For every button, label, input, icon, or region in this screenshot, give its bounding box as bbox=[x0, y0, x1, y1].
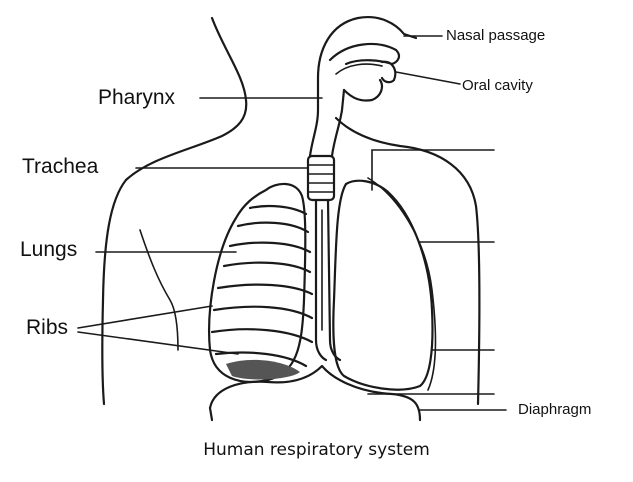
label-nasal-passage: Nasal passage bbox=[446, 27, 546, 44]
label-ribs: Ribs bbox=[26, 316, 69, 339]
label-diaphragm: Diaphragm bbox=[518, 401, 592, 418]
label-trachea: Trachea bbox=[22, 155, 99, 178]
label-oral-cavity: Oral cavity bbox=[462, 77, 533, 94]
head-airway bbox=[308, 16, 418, 158]
left-lung-ribcage bbox=[208, 182, 314, 383]
leader-lines bbox=[77, 35, 507, 411]
right-lung bbox=[332, 177, 437, 391]
torso-outline bbox=[101, 16, 481, 406]
diaphragm-shape bbox=[208, 364, 422, 422]
label-pharynx: Pharynx bbox=[98, 86, 176, 109]
trachea bbox=[306, 154, 342, 362]
label-lungs: Lungs bbox=[20, 238, 78, 261]
diagram-caption: Human respiratory system bbox=[203, 440, 430, 460]
